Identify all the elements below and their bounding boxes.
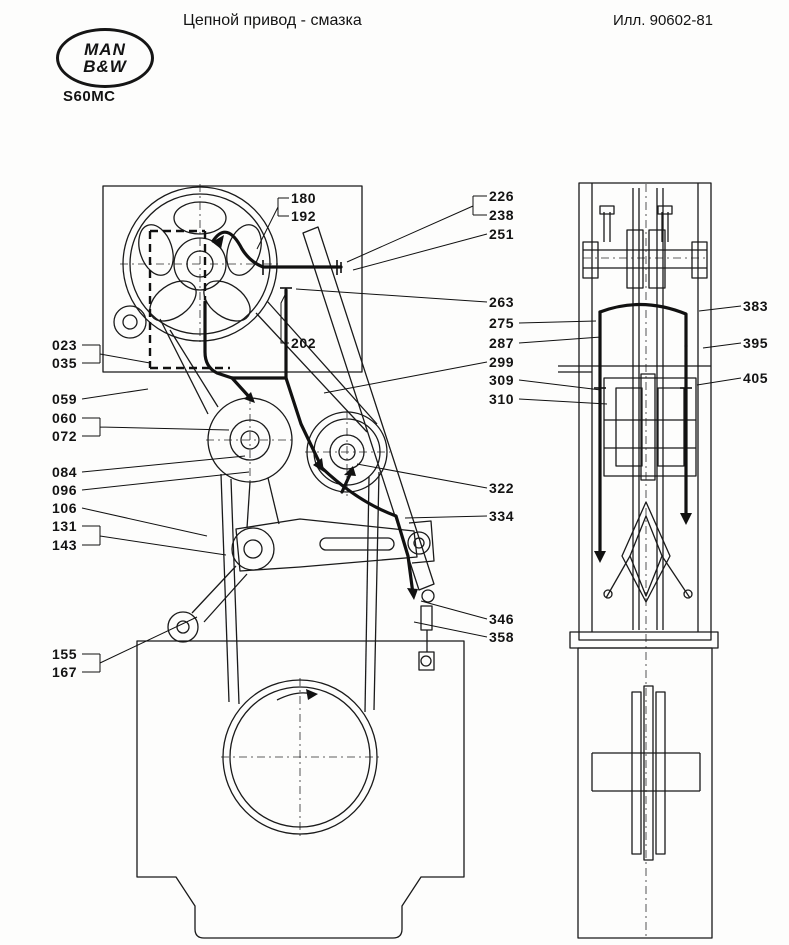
- part-label-263: 263: [489, 294, 515, 310]
- logo-text-bw: B&W: [83, 57, 127, 76]
- illustration-number: Илл. 90602-81: [613, 12, 714, 29]
- part-label-334: 334: [489, 508, 515, 524]
- centerlines: [120, 184, 707, 938]
- part-label-035: 035: [52, 355, 78, 371]
- flow-arrows: [212, 235, 692, 700]
- logo-text-man: MAN: [84, 39, 126, 59]
- pipe-fittings: [262, 260, 692, 389]
- page-title: Цепной привод - смазка: [183, 12, 362, 29]
- part-label-096: 096: [52, 482, 78, 498]
- part-label-358: 358: [489, 629, 515, 645]
- part-label-167: 167: [52, 664, 78, 680]
- part-label-275: 275: [489, 315, 515, 331]
- part-label-192: 192: [291, 208, 317, 224]
- part-label-131: 131: [52, 518, 78, 534]
- part-label-072: 072: [52, 428, 78, 444]
- part-label-155: 155: [52, 646, 78, 662]
- side-view-drawing: [558, 182, 719, 939]
- engine-model: S60MC: [63, 88, 116, 105]
- part-label-238: 238: [489, 207, 515, 223]
- part-label-251: 251: [489, 226, 515, 242]
- front-view-drawing: [102, 185, 465, 939]
- part-label-180: 180: [291, 190, 317, 206]
- part-label-287: 287: [489, 335, 515, 351]
- part-label-299: 299: [489, 354, 515, 370]
- part-label-310: 310: [489, 391, 515, 407]
- lube-pipe-solid: [203, 230, 688, 596]
- part-label-322: 322: [489, 480, 515, 496]
- part-label-059: 059: [52, 391, 78, 407]
- part-label-023: 023: [52, 337, 78, 353]
- part-label-309: 309: [489, 372, 515, 388]
- part-label-202: 202: [291, 335, 317, 351]
- part-label-106: 106: [52, 500, 78, 516]
- part-label-346: 346: [489, 611, 515, 627]
- part-label-405: 405: [743, 370, 769, 386]
- lube-pipe-dashed: [148, 229, 230, 370]
- part-label-383: 383: [743, 298, 769, 314]
- part-label-226: 226: [489, 188, 515, 204]
- part-label-084: 084: [52, 464, 78, 480]
- part-label-143: 143: [52, 537, 78, 553]
- part-label-060: 060: [52, 410, 78, 426]
- part-label-395: 395: [743, 335, 769, 351]
- manbw-logo: MAN B&W: [56, 28, 154, 88]
- leader-lines: [81, 195, 742, 673]
